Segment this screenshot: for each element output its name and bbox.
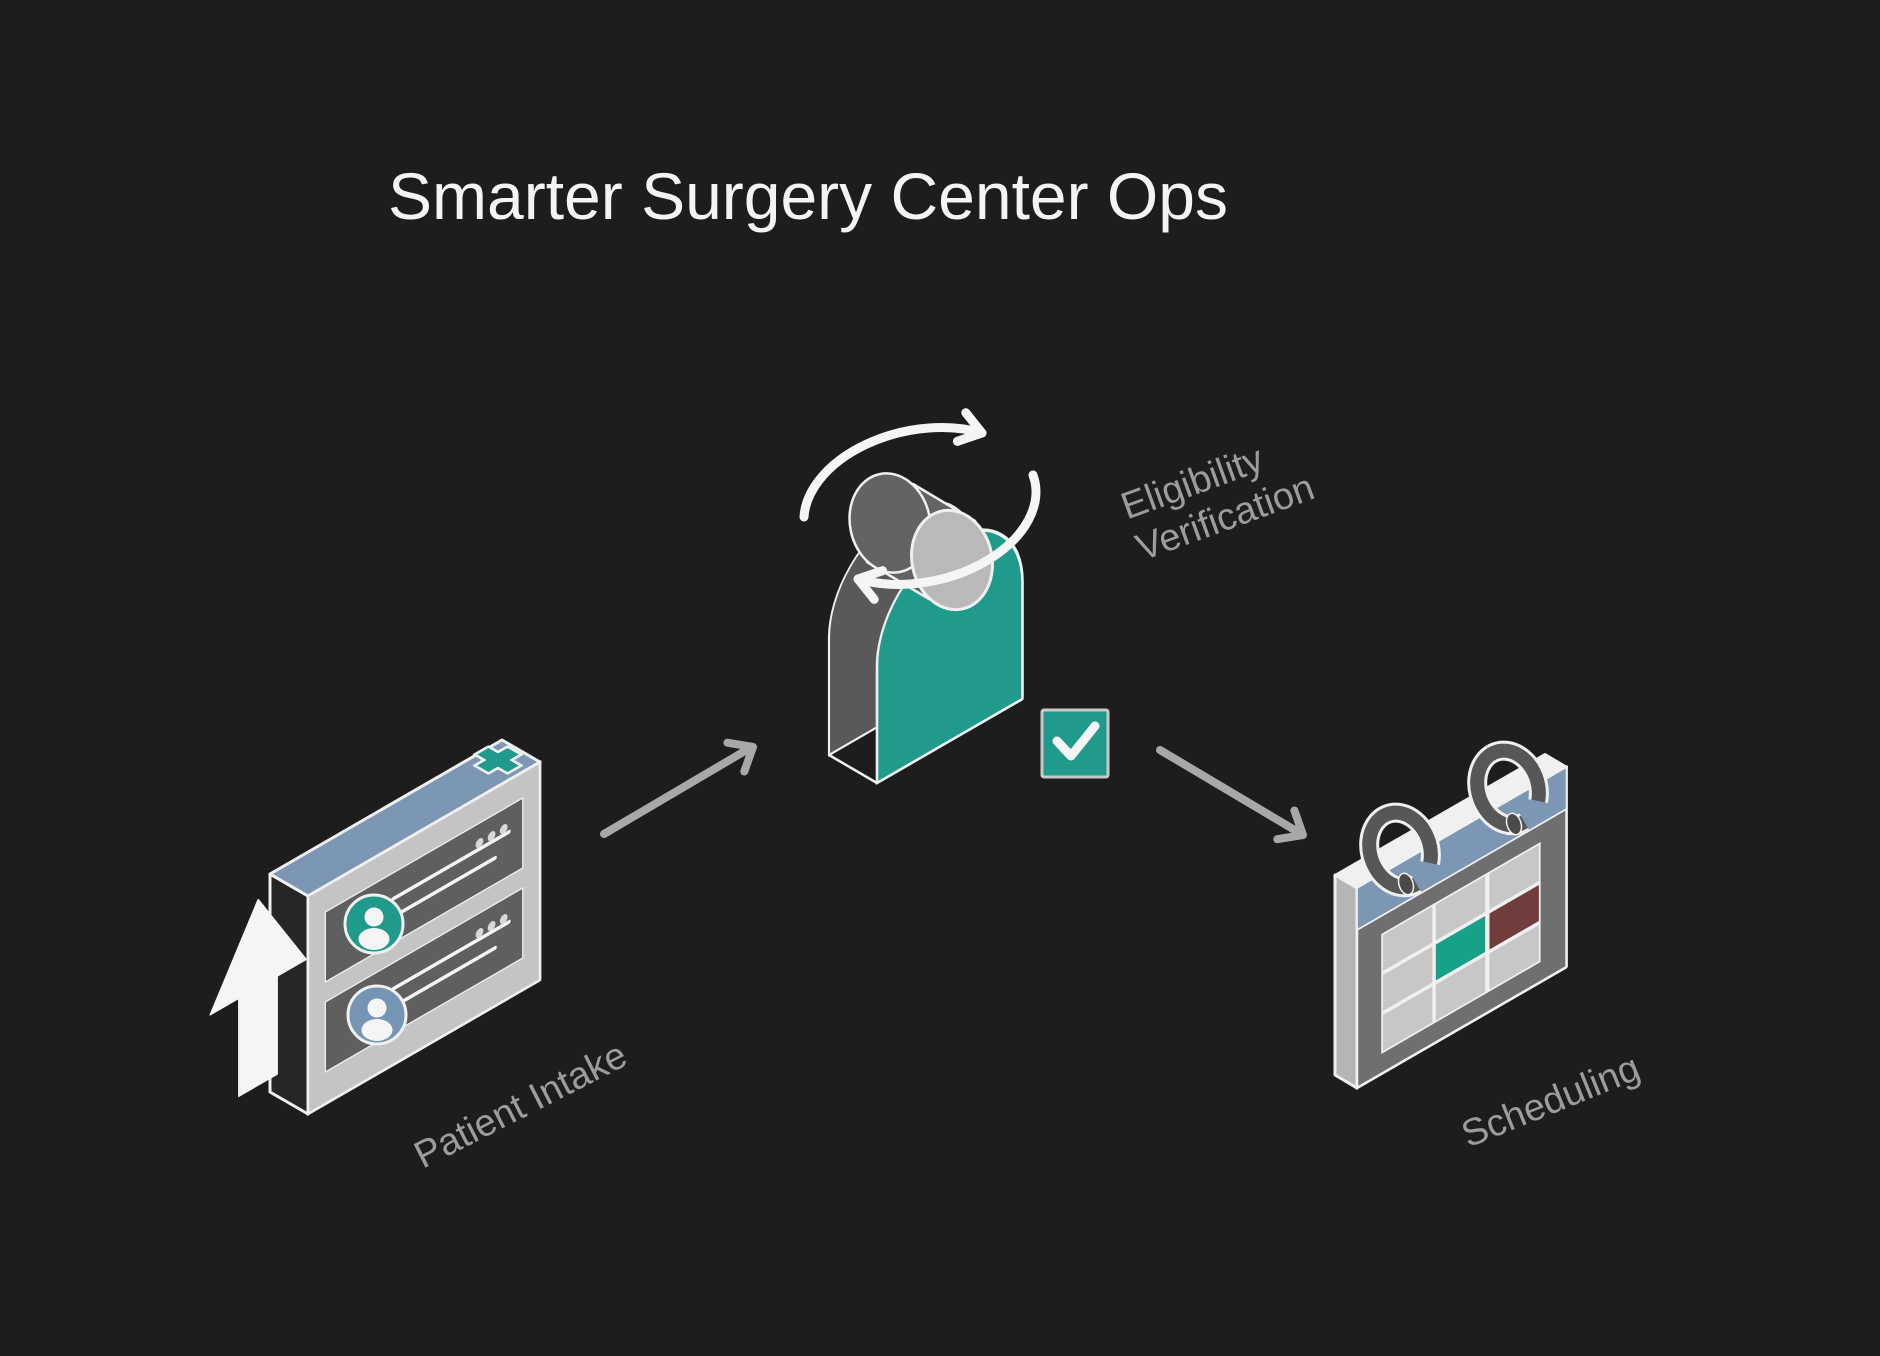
medical-cross-icon <box>472 745 524 775</box>
rotation-arrows-icon <box>799 408 1041 604</box>
connector-line <box>600 744 754 838</box>
connector-arrow-right <box>1156 746 1307 844</box>
checkmark-icon <box>1040 708 1110 779</box>
body-edge-line <box>828 753 878 785</box>
calendar-cell-blocked <box>1489 885 1539 950</box>
patient-avatar-icon <box>343 893 405 955</box>
eligibility-person-icon <box>799 408 1041 785</box>
connector-arrow-left <box>600 738 757 838</box>
ring-hole-right <box>1505 812 1523 836</box>
upload-arrow-icon <box>209 898 307 1098</box>
calendar-side-face <box>1333 873 1359 1090</box>
arrowhead-icon <box>723 738 757 776</box>
page-title: Smarter Surgery Center Ops <box>388 159 1228 233</box>
check-square <box>1040 708 1110 779</box>
patient-avatar-icon <box>346 984 408 1046</box>
calendar-cells <box>1382 845 1539 1051</box>
ellipsis-dots-icon <box>475 823 508 939</box>
text-placeholder-lines <box>391 829 511 1010</box>
calendar-icon <box>1333 740 1568 1090</box>
check-glyph <box>1052 721 1100 761</box>
patient-intake-card-icon <box>209 738 542 1116</box>
arrowhead-icon <box>1273 806 1307 844</box>
ring-hole-left <box>1397 872 1415 896</box>
connector-line <box>1156 746 1302 836</box>
calendar-cell-booked <box>1435 916 1486 981</box>
binder-ring-right-icon <box>1467 740 1549 836</box>
binder-ring-left-icon <box>1359 802 1441 898</box>
